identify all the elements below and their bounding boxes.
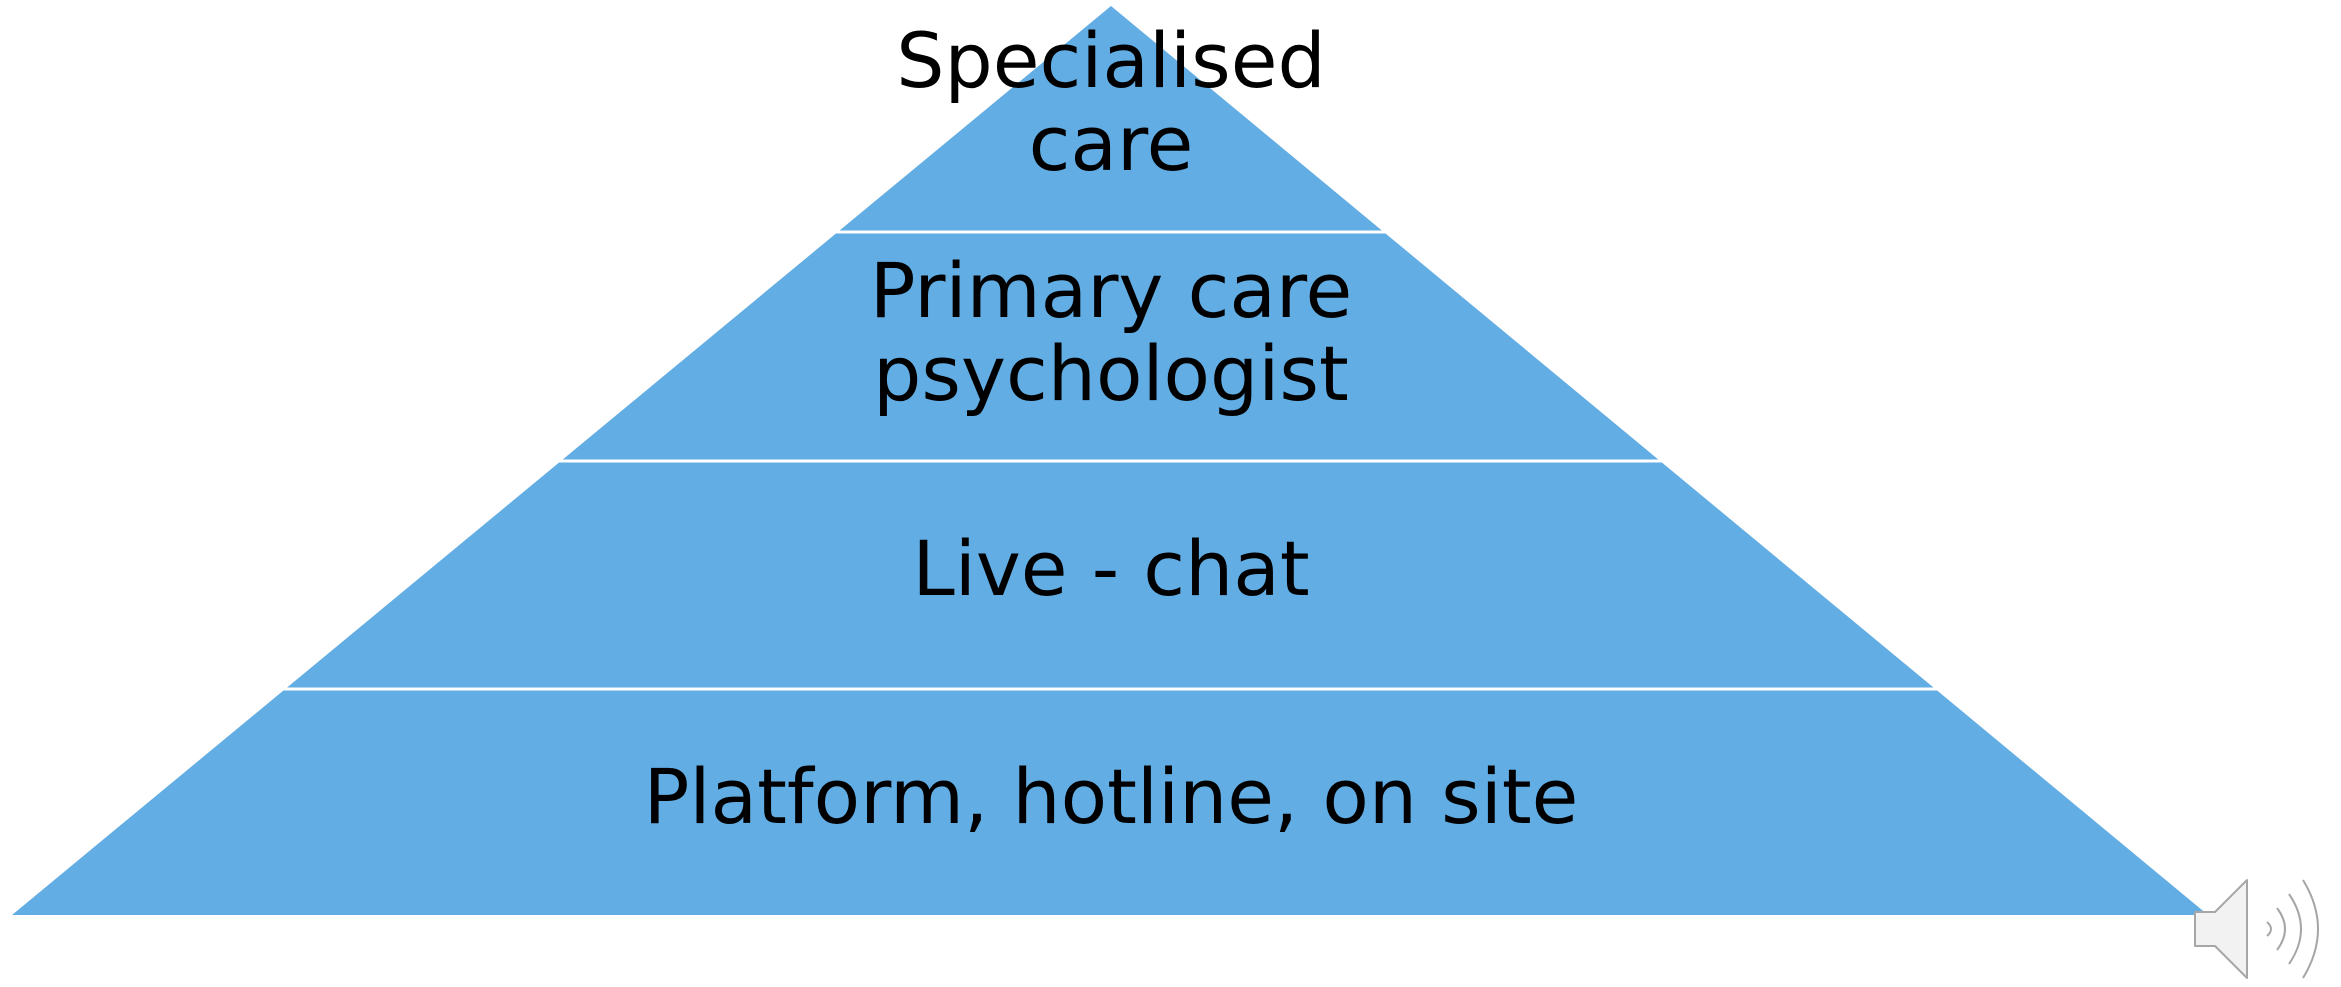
- speaker-icon[interactable]: [2191, 872, 2341, 982]
